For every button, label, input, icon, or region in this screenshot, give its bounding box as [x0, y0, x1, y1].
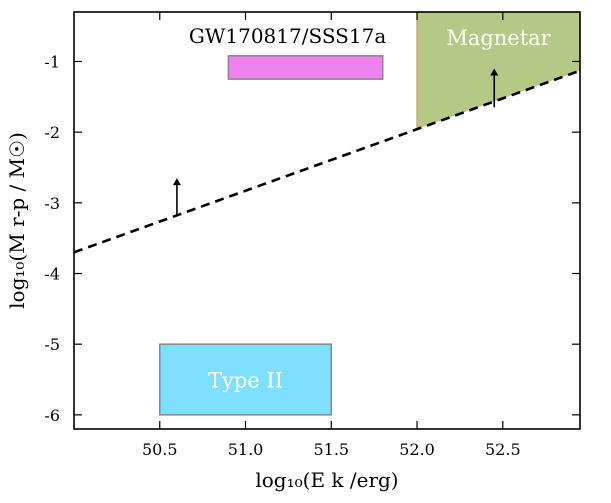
regions-layer [159, 12, 580, 416]
threshold-line-0 [73, 69, 581, 254]
lower-limit-arrowhead-1 [490, 68, 499, 76]
type-ii-region [159, 343, 333, 416]
gw170817-sss17a-region [227, 55, 384, 80]
arrows-layer [172, 68, 499, 216]
y-tick-label: -2 [44, 123, 60, 142]
y-tick-label: -1 [44, 52, 60, 71]
lines-layer [73, 69, 581, 254]
x-axis-label: log₁₀(E k /erg) [255, 468, 398, 492]
x-tick-label: 50.5 [142, 440, 178, 459]
y-axis-label: log₁₀(M r-p / M☉) [5, 132, 29, 309]
lower-limit-arrowhead-0 [172, 178, 181, 186]
gw170817-sss17a-label: GW170817/SSS17a [189, 24, 386, 48]
ticks-layer [74, 12, 580, 429]
frame-layer [73, 11, 581, 430]
magnetar-region [417, 12, 580, 130]
magnetar-label: Magnetar [446, 26, 551, 50]
plot-frame [73, 11, 581, 430]
y-tick-label: -6 [44, 406, 60, 425]
y-tick-label: -3 [44, 194, 60, 213]
x-tick-label: 52.0 [399, 440, 435, 459]
x-tick-label: 52.5 [485, 440, 521, 459]
y-tick-label: -5 [44, 335, 60, 354]
y-tick-label: -4 [44, 265, 60, 284]
type-ii-label: Type II [208, 369, 283, 393]
x-tick-label: 51.0 [228, 440, 264, 459]
x-tick-label: 51.5 [313, 440, 349, 459]
